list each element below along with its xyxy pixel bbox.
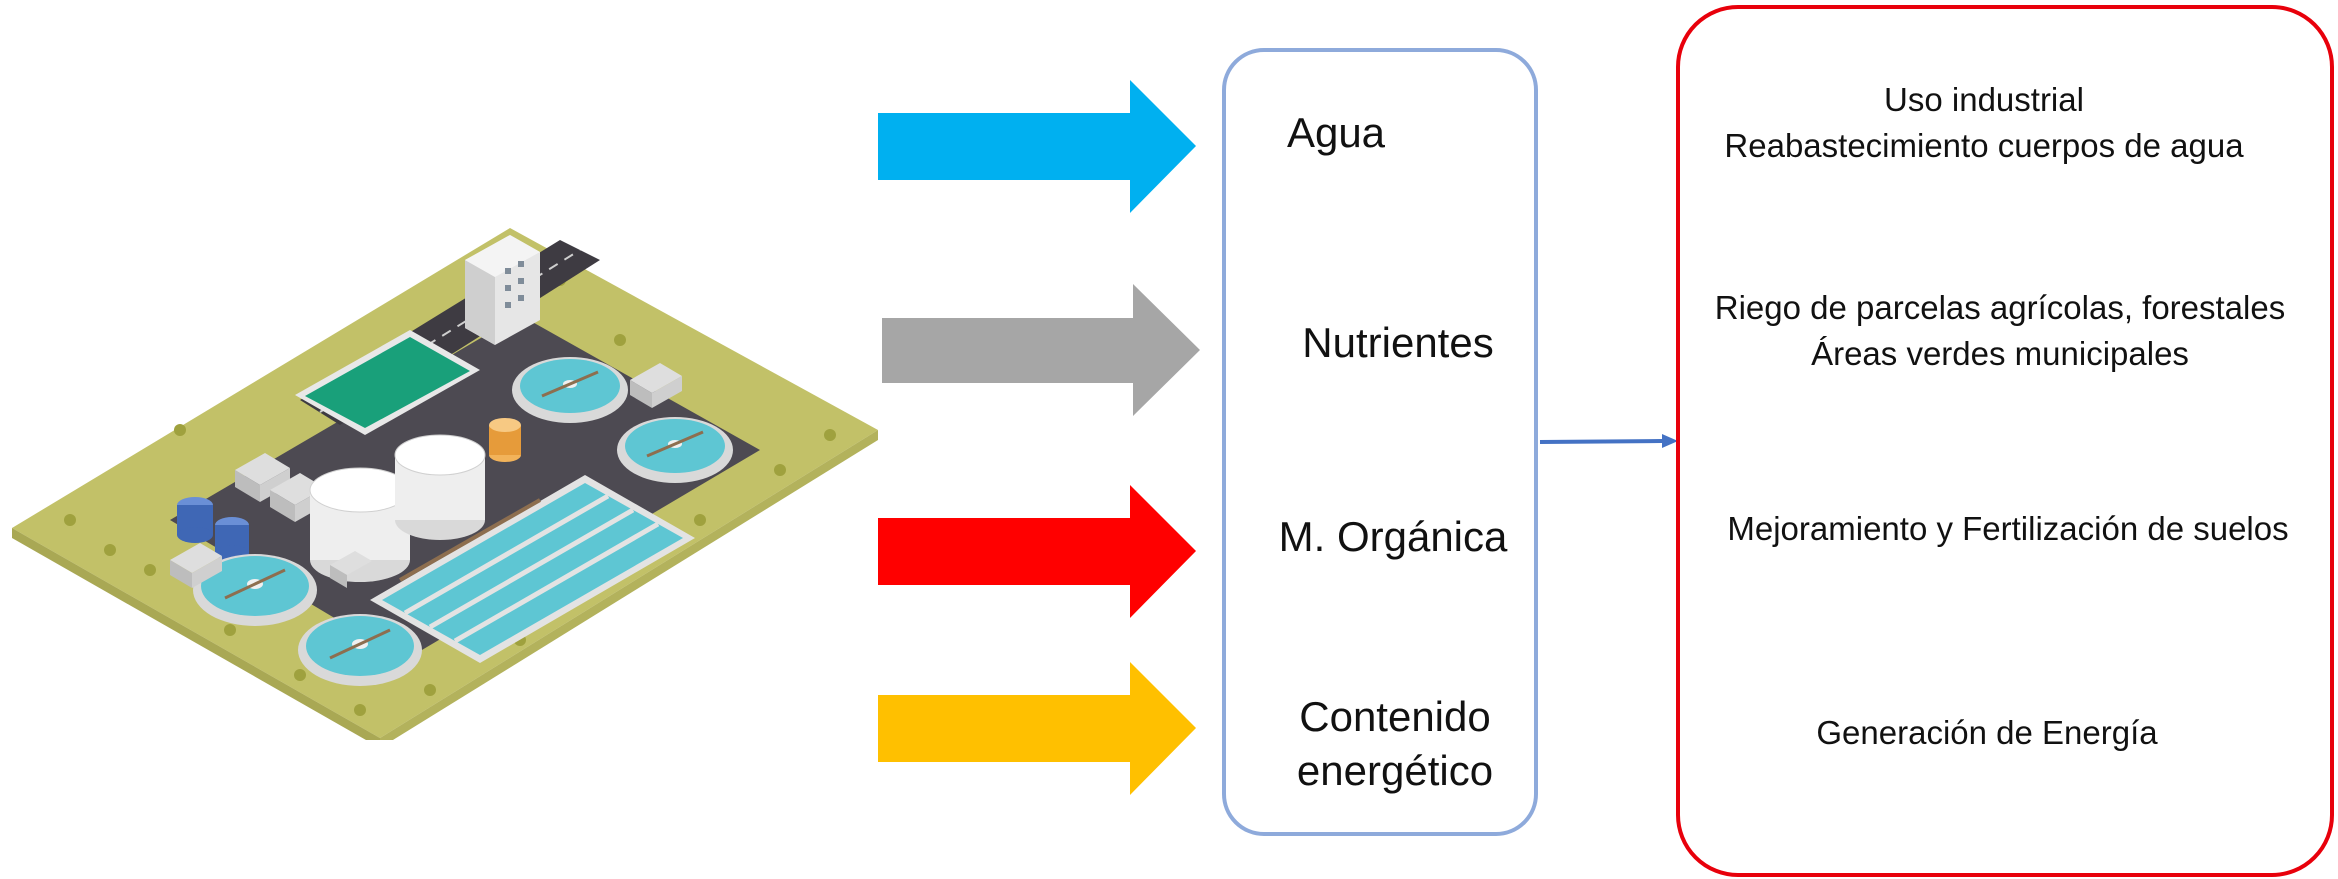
resource-label-materia-organica: M. Orgánica — [1278, 513, 1508, 560]
resource-label-contenido-energetico: Contenido energético — [1296, 693, 1494, 794]
use-item: Uso industrial — [1884, 81, 2084, 118]
arrow-agua — [878, 80, 1196, 213]
connector-line — [1539, 439, 1663, 444]
arrow-nutrientes — [882, 284, 1200, 416]
use-item: Reabastecimiento cuerpos de agua — [1724, 127, 2244, 164]
resource-label-agua: Agua — [1286, 109, 1386, 156]
connector-arrowhead — [1662, 434, 1678, 448]
use-item: Mejoramiento y Fertilización de suelos — [1727, 510, 2289, 547]
resource-label-nutrientes: Nutrientes — [1302, 319, 1494, 366]
use-item: Generación de Energía — [1816, 714, 2158, 751]
use-group-energia: Generación de Energía — [1657, 710, 2317, 756]
use-group-agua: Uso industrial Reabastecimiento cuerpos … — [1654, 77, 2314, 169]
arrow-materia-organica — [878, 485, 1196, 618]
use-item: Riego de parcelas agrícolas, forestales — [1714, 289, 2286, 326]
use-item: Áreas verdes municipales — [1811, 335, 2189, 372]
use-group-nutrientes: Riego de parcelas agrícolas, forestales … — [1670, 285, 2330, 377]
treatment-plant-illustration — [12, 228, 878, 740]
arrow-energia — [878, 662, 1196, 795]
use-group-materia-organica: Mejoramiento y Fertilización de suelos — [1678, 506, 2338, 552]
uses-box — [1676, 5, 2334, 877]
resources-box — [1222, 48, 1538, 836]
